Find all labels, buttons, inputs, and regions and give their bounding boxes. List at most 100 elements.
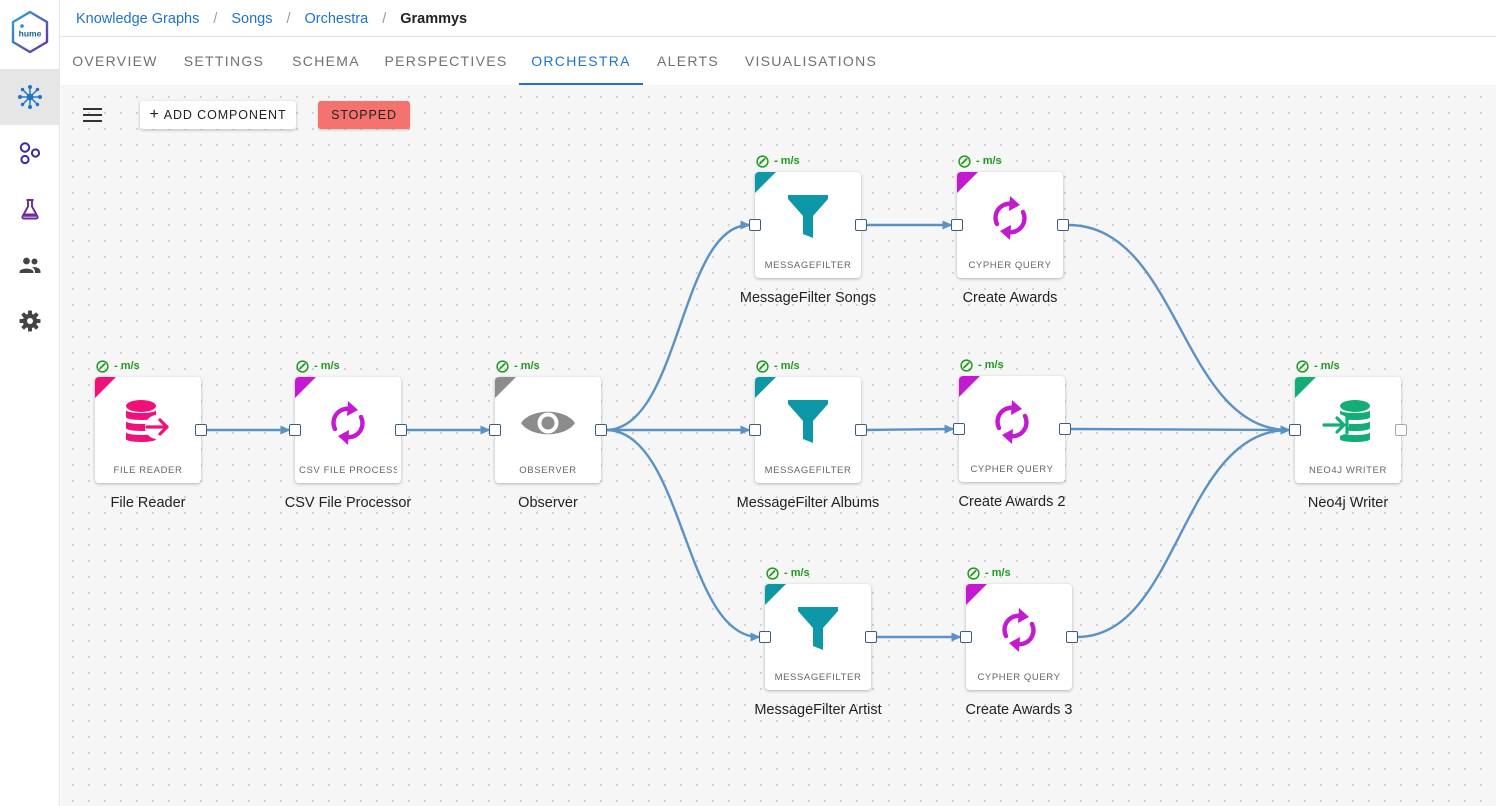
- nav-knowledge-graphs[interactable]: [0, 69, 59, 125]
- input-port[interactable]: [951, 219, 963, 231]
- node-card[interactable]: NEO4J WRITER: [1295, 377, 1401, 483]
- node-observer[interactable]: OBSERVER - m/s Observer: [489, 359, 607, 511]
- input-port[interactable]: [759, 631, 771, 643]
- rate-value: - m/s: [114, 360, 140, 372]
- rate-value: - m/s: [774, 360, 800, 372]
- input-port[interactable]: [749, 424, 761, 436]
- output-port[interactable]: [1395, 424, 1407, 436]
- node-name: CSV File Processor: [284, 495, 412, 511]
- breadcrumb-orchestra[interactable]: Orchestra: [304, 11, 369, 27]
- speed-gauge-icon: [96, 359, 109, 373]
- node-card[interactable]: CYPHER QUERY: [959, 376, 1065, 482]
- output-port[interactable]: [1057, 219, 1069, 231]
- node-type-corner: [495, 377, 516, 398]
- speed-gauge-icon: [960, 358, 973, 372]
- input-port[interactable]: [289, 424, 301, 436]
- output-port[interactable]: [1059, 423, 1071, 435]
- node-messagefilter-artist[interactable]: MESSAGEFILTER - m/s MessageFilter Artist: [754, 566, 882, 718]
- node-file-reader[interactable]: FILE READER - m/s File Reader: [95, 359, 207, 511]
- breadcrumb-knowledge-graphs[interactable]: Knowledge Graphs: [76, 11, 200, 27]
- nav-users[interactable]: [0, 237, 59, 293]
- rate-indicator: - m/s: [960, 358, 1004, 372]
- hume-logo[interactable]: hume: [10, 10, 50, 54]
- node-type-label: OBSERVER: [519, 465, 577, 476]
- left-rail: hume: [0, 0, 60, 806]
- node-name: MessageFilter Albums: [736, 495, 880, 511]
- node-card[interactable]: CSV FILE PROCESSOR: [295, 377, 401, 483]
- rate-value: - m/s: [514, 360, 540, 372]
- status-stopped-button[interactable]: STOPPED: [318, 101, 410, 129]
- breadcrumb-songs[interactable]: Songs: [231, 11, 273, 27]
- nav-lab[interactable]: [0, 181, 59, 237]
- funnel-icon: [788, 195, 828, 238]
- node-type-corner: [1295, 377, 1316, 398]
- rate-indicator: - m/s: [96, 359, 140, 373]
- nav-bubbles[interactable]: [0, 125, 59, 181]
- rate-indicator: - m/s: [496, 359, 540, 373]
- node-type-corner: [295, 377, 316, 398]
- tab-overview[interactable]: OVERVIEW: [72, 53, 158, 69]
- menu-icon[interactable]: [83, 106, 103, 124]
- input-port[interactable]: [960, 631, 972, 643]
- node-card[interactable]: MESSAGEFILTER: [755, 172, 861, 278]
- node-type-corner: [755, 172, 776, 193]
- file-reader-icon: [126, 400, 169, 442]
- node-type-corner: [95, 377, 116, 398]
- node-type-corner: [959, 376, 980, 397]
- input-port[interactable]: [749, 219, 761, 231]
- tab-perspectives[interactable]: PERSPECTIVES: [384, 53, 508, 69]
- output-port[interactable]: [865, 631, 877, 643]
- rate-value: - m/s: [314, 360, 340, 372]
- node-messagefilter-songs[interactable]: MESSAGEFILTER - m/s MessageFilter Songs: [740, 154, 876, 306]
- breadcrumb-separator: /: [382, 11, 387, 27]
- node-messagefilter-albums[interactable]: MESSAGEFILTER - m/s MessageFilter Albums: [737, 359, 879, 511]
- input-port[interactable]: [953, 423, 965, 435]
- status-label: STOPPED: [331, 108, 397, 122]
- node-card[interactable]: CYPHER QUERY: [957, 172, 1063, 278]
- node-create-awards[interactable]: CYPHER QUERY - m/s Create Awards: [951, 154, 1069, 306]
- speed-gauge-icon: [296, 359, 309, 373]
- tab-alerts[interactable]: ALERTS: [656, 53, 719, 69]
- output-port[interactable]: [1066, 631, 1078, 643]
- output-port[interactable]: [855, 219, 867, 231]
- output-port[interactable]: [595, 424, 607, 436]
- node-type-label: CSV FILE PROCESSOR: [299, 465, 397, 476]
- rate-indicator: - m/s: [756, 154, 800, 168]
- node-csv-file-processor[interactable]: CSV FILE PROCESSOR - m/s CSV File Proces…: [285, 359, 411, 511]
- neo4j-writer-icon: [1322, 400, 1370, 442]
- node-create-awards-2[interactable]: CYPHER QUERY - m/s Create Awards 2: [953, 358, 1071, 510]
- rate-indicator: - m/s: [766, 566, 810, 580]
- bubbles-icon: [19, 142, 40, 165]
- input-port[interactable]: [489, 424, 501, 436]
- rate-indicator: - m/s: [296, 359, 340, 373]
- node-name: File Reader: [110, 495, 186, 511]
- output-port[interactable]: [395, 424, 407, 436]
- nav-settings[interactable]: [0, 293, 59, 349]
- node-neo4j-writer[interactable]: NEO4J WRITER - m/s Neo4j Writer: [1289, 359, 1407, 511]
- node-card[interactable]: MESSAGEFILTER: [755, 377, 861, 483]
- rate-value: - m/s: [784, 567, 810, 579]
- output-port[interactable]: [195, 424, 207, 436]
- node-card[interactable]: FILE READER: [95, 377, 201, 483]
- node-card[interactable]: OBSERVER: [495, 377, 601, 483]
- node-card[interactable]: CYPHER QUERY: [966, 584, 1072, 690]
- input-port[interactable]: [1289, 424, 1301, 436]
- tab-settings[interactable]: SETTINGS: [183, 53, 265, 69]
- node-type-label: CYPHER QUERY: [977, 672, 1061, 683]
- rate-indicator: - m/s: [756, 359, 800, 373]
- rate-value: - m/s: [985, 567, 1011, 579]
- rate-indicator: - m/s: [967, 566, 1011, 580]
- output-port[interactable]: [855, 424, 867, 436]
- tab-orchestra[interactable]: ORCHESTRA: [519, 37, 643, 85]
- add-component-button[interactable]: + ADD COMPONENT: [140, 101, 296, 129]
- node-card[interactable]: MESSAGEFILTER: [765, 584, 871, 690]
- tab-schema[interactable]: SCHEMA: [292, 53, 360, 69]
- node-name: Observer: [518, 495, 578, 511]
- refresh-icon: [995, 400, 1029, 444]
- funnel-icon: [788, 400, 828, 443]
- header-divider: [60, 36, 1496, 37]
- tab-visualisations[interactable]: VISUALISATIONS: [744, 53, 878, 69]
- node-type-corner: [957, 172, 978, 193]
- rate-value: - m/s: [978, 359, 1004, 371]
- node-create-awards-3[interactable]: CYPHER QUERY - m/s Create Awards 3: [960, 566, 1078, 718]
